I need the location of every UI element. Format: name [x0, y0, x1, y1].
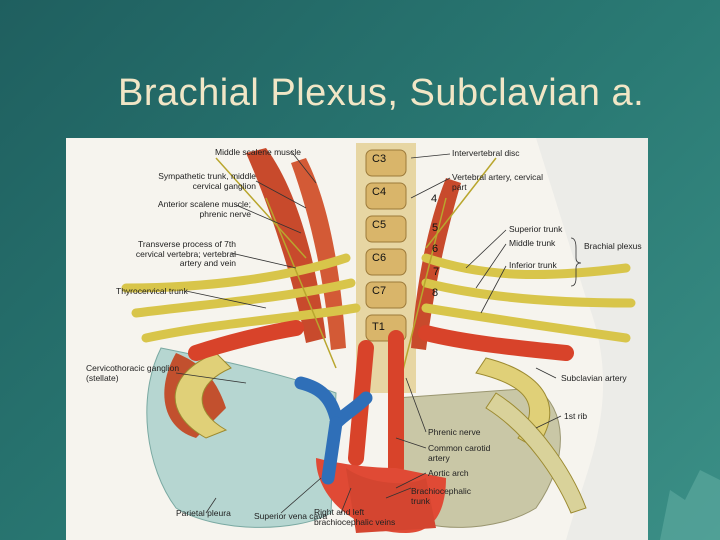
label-anterior-scalene: Anterior scalene muscle; phrenic nerve [157, 199, 251, 219]
label-middle-trunk: Middle trunk [509, 238, 556, 248]
label-brachiocephalic-trunk: Brachiocephalic trunk [411, 486, 472, 506]
nerve-number-7: 7 [433, 266, 440, 278]
nerve-number-6: 6 [432, 243, 439, 255]
label-cervicothoracic-ganglion: Cervicothoracic ganglion (stellate) [86, 363, 180, 383]
anatomy-figure: C3 C4 C5 C6 C7 T1 4 5 6 7 8 Middle scale… [66, 138, 648, 540]
label-intervertebral-disc: Intervertebral disc [452, 148, 520, 158]
label-superior-trunk: Superior trunk [509, 224, 563, 234]
vertebra-label-c5: C5 [372, 219, 387, 231]
nerve-number-4: 4 [431, 193, 438, 205]
corner-decoration [660, 470, 720, 540]
label-parietal-pleura: Parietal pleura [176, 508, 231, 518]
nerve-number-5: 5 [432, 222, 439, 234]
nerve-number-8: 8 [432, 287, 439, 299]
label-subclavian-artery: Subclavian artery [561, 373, 627, 383]
label-brachiocephalic-veins: Right and left brachiocephalic veins [314, 507, 396, 527]
slide-title: Brachial Plexus, Subclavian a. [118, 72, 645, 114]
label-common-carotid: Common carotid artery [428, 443, 491, 463]
label-vertebral-artery: Vertebral artery, cervical part [452, 172, 544, 192]
vertebra-label-t1: T1 [372, 321, 385, 333]
label-thyrocervical-trunk: Thyrocervical trunk [116, 286, 188, 296]
label-brachial-plexus: Brachial plexus [584, 241, 642, 251]
label-aortic-arch: Aortic arch [428, 468, 469, 478]
anatomy-illustration [66, 138, 648, 540]
vertebra-label-c4: C4 [372, 186, 387, 198]
label-transverse-process: Transverse process of 7th cervical verte… [135, 239, 236, 268]
vertebra-label-c3: C3 [372, 153, 387, 165]
label-middle-scalene: Middle scalene muscle [215, 147, 301, 157]
label-superior-vena-cava: Superior vena cava [254, 511, 328, 521]
vertebra-label-c7: C7 [372, 285, 387, 297]
label-phrenic-nerve: Phrenic nerve [428, 427, 481, 437]
label-inferior-trunk: Inferior trunk [509, 260, 557, 270]
label-first-rib: 1st rib [564, 411, 588, 421]
label-sympathetic-trunk: Sympathetic trunk, middle cervical gangl… [158, 171, 256, 191]
vertebra-label-c6: C6 [372, 252, 387, 264]
